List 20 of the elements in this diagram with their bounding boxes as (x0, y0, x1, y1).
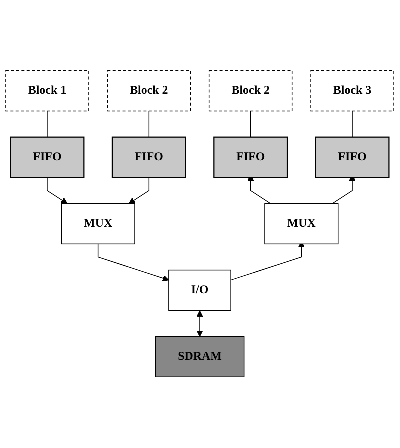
arrow (128, 177, 150, 204)
connector (148, 110, 150, 138)
node-box: FIFO (112, 136, 186, 178)
connector (250, 110, 252, 138)
arrow (47, 177, 68, 204)
node-box: Block 2 (208, 70, 293, 112)
node-box: MUX (61, 203, 136, 245)
connector (47, 110, 48, 138)
node-box: Block 3 (310, 70, 394, 112)
node-box: FIFO (315, 136, 390, 178)
arrow (98, 244, 170, 282)
node-box: Block 2 (107, 70, 192, 112)
node-box: FIFO (214, 136, 288, 178)
node-box: MUX (264, 203, 339, 245)
node-box: Block 1 (6, 70, 90, 112)
arrow (196, 310, 204, 338)
node-box: SDRAM (155, 336, 245, 378)
node-box: I/O (168, 270, 232, 312)
node-box: FIFO (10, 136, 85, 178)
connector (352, 110, 353, 138)
